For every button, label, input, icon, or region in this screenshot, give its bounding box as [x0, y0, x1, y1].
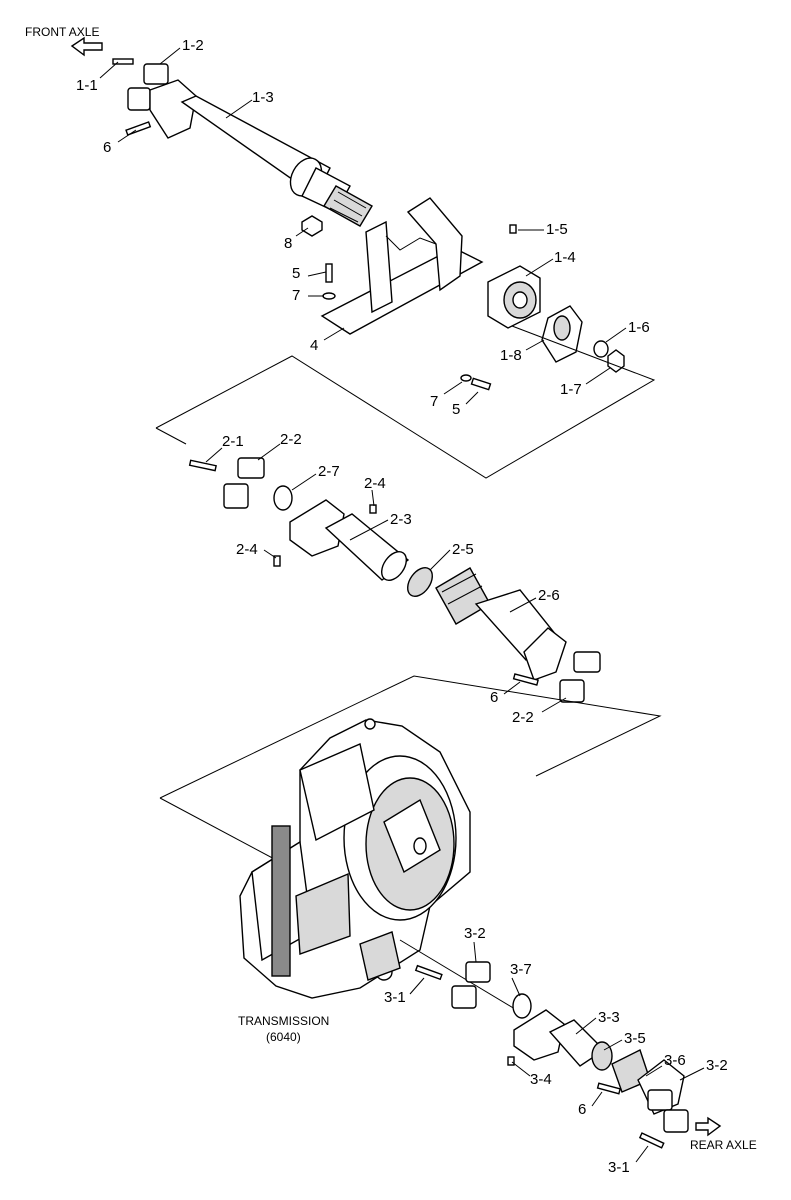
- callout-1-6: 1-6: [628, 319, 650, 336]
- callout-2-1: 2-1: [222, 433, 244, 450]
- seal-ring-icon: [406, 566, 434, 598]
- callout-3-2a: 3-2: [464, 925, 486, 942]
- universal-joint-icon: [647, 1089, 673, 1111]
- bolt-icon: [596, 1082, 622, 1095]
- callout-2-6: 2-6: [538, 587, 560, 604]
- callout-1-8: 1-8: [500, 347, 522, 364]
- universal-joint-icon: [143, 63, 169, 85]
- callout-4: 4: [310, 337, 318, 354]
- grease-nipple-icon: [509, 224, 517, 234]
- callout-7a: 7: [292, 287, 300, 304]
- callout-2-3: 2-3: [390, 511, 412, 528]
- universal-joint-cup-icon: [127, 87, 151, 111]
- shaft-yoke-icon: [289, 499, 345, 557]
- callout-7b: 7: [430, 393, 438, 410]
- bolt-icon: [112, 58, 134, 65]
- callout-2-2b: 2-2: [512, 709, 534, 726]
- callout-1-5: 1-5: [546, 221, 568, 238]
- universal-joint-cup-icon: [223, 483, 249, 509]
- reference-guide-line: [155, 325, 656, 479]
- front-axle-arrow-icon: [70, 36, 103, 57]
- callout-leaders: [99, 47, 705, 1163]
- callout-3-2b: 3-2: [706, 1057, 728, 1074]
- shaft-yoke-icon: [513, 1009, 565, 1061]
- grease-nipple-icon: [507, 1056, 515, 1066]
- callout-3-1a: 3-1: [384, 989, 406, 1006]
- washer-icon: [460, 374, 472, 382]
- dust-cap-icon: [273, 485, 293, 511]
- callout-1-1: 1-1: [76, 77, 98, 94]
- universal-joint-cup-icon: [451, 985, 477, 1009]
- callout-5b: 5: [452, 401, 460, 418]
- transmission-housing: [239, 718, 471, 999]
- callout-3-5: 3-5: [624, 1030, 646, 1047]
- callout-5a: 5: [292, 265, 300, 282]
- callout-2-5: 2-5: [452, 541, 474, 558]
- callout-1-2: 1-2: [182, 37, 204, 54]
- universal-joint-icon: [573, 651, 601, 673]
- callout-8: 8: [284, 235, 292, 252]
- seal-ring-icon: [591, 1041, 613, 1071]
- intermediate-shaft-group: [188, 457, 601, 703]
- support-bracket-plate-icon: [365, 220, 393, 314]
- callout-3-4: 3-4: [530, 1071, 552, 1088]
- dust-cap-icon: [512, 993, 532, 1019]
- shaft-yoke-icon: [149, 79, 197, 139]
- bolt-icon: [512, 673, 539, 686]
- bolt-icon: [470, 377, 492, 391]
- washer-icon: [322, 292, 336, 300]
- callout-6c: 6: [578, 1101, 586, 1118]
- callout-2-2a: 2-2: [280, 431, 302, 448]
- grease-nipple-icon: [273, 555, 281, 567]
- callout-2-4a: 2-4: [364, 475, 386, 492]
- universal-joint-icon: [237, 457, 265, 479]
- nut-icon: [301, 215, 323, 237]
- callout-3-6: 3-6: [664, 1052, 686, 1069]
- grease-nipple-icon: [369, 504, 377, 514]
- callout-3-3: 3-3: [598, 1009, 620, 1026]
- callout-6a: 6: [103, 139, 111, 156]
- reference-guide-line: [159, 675, 662, 799]
- transmission-caption: TRANSMISSION: [238, 1014, 329, 1028]
- callout-2-7: 2-7: [318, 463, 340, 480]
- universal-joint-cup-icon: [663, 1109, 689, 1133]
- bolt-icon: [414, 964, 443, 981]
- bolt-icon: [638, 1132, 665, 1149]
- bolt-icon: [325, 263, 333, 283]
- transmission-model-caption: (6040): [266, 1030, 301, 1044]
- rear-axle-caption: REAR AXLE: [690, 1138, 757, 1152]
- callout-2-4b: 2-4: [236, 541, 258, 558]
- callout-1-7: 1-7: [560, 381, 582, 398]
- rear-axle-arrow-icon: [695, 1116, 722, 1137]
- front-axle-caption: FRONT AXLE: [25, 25, 99, 39]
- universal-joint-cup-icon: [559, 679, 585, 703]
- callout-1-3: 1-3: [252, 89, 274, 106]
- callout-3-7: 3-7: [510, 961, 532, 978]
- lifting-eye-icon: [364, 718, 376, 730]
- callout-1-4: 1-4: [554, 249, 576, 266]
- bolt-icon: [188, 459, 217, 472]
- front-drive-shaft-group: [112, 58, 625, 391]
- shaft-spline-icon: [323, 185, 373, 227]
- callout-6b: 6: [490, 689, 498, 706]
- universal-joint-icon: [465, 961, 491, 983]
- rear-drive-shaft-group: [399, 939, 689, 1149]
- nut-icon: [607, 349, 625, 373]
- callout-3-1b: 3-1: [608, 1159, 630, 1176]
- washer-icon: [593, 340, 609, 358]
- bolt-icon: [125, 121, 152, 136]
